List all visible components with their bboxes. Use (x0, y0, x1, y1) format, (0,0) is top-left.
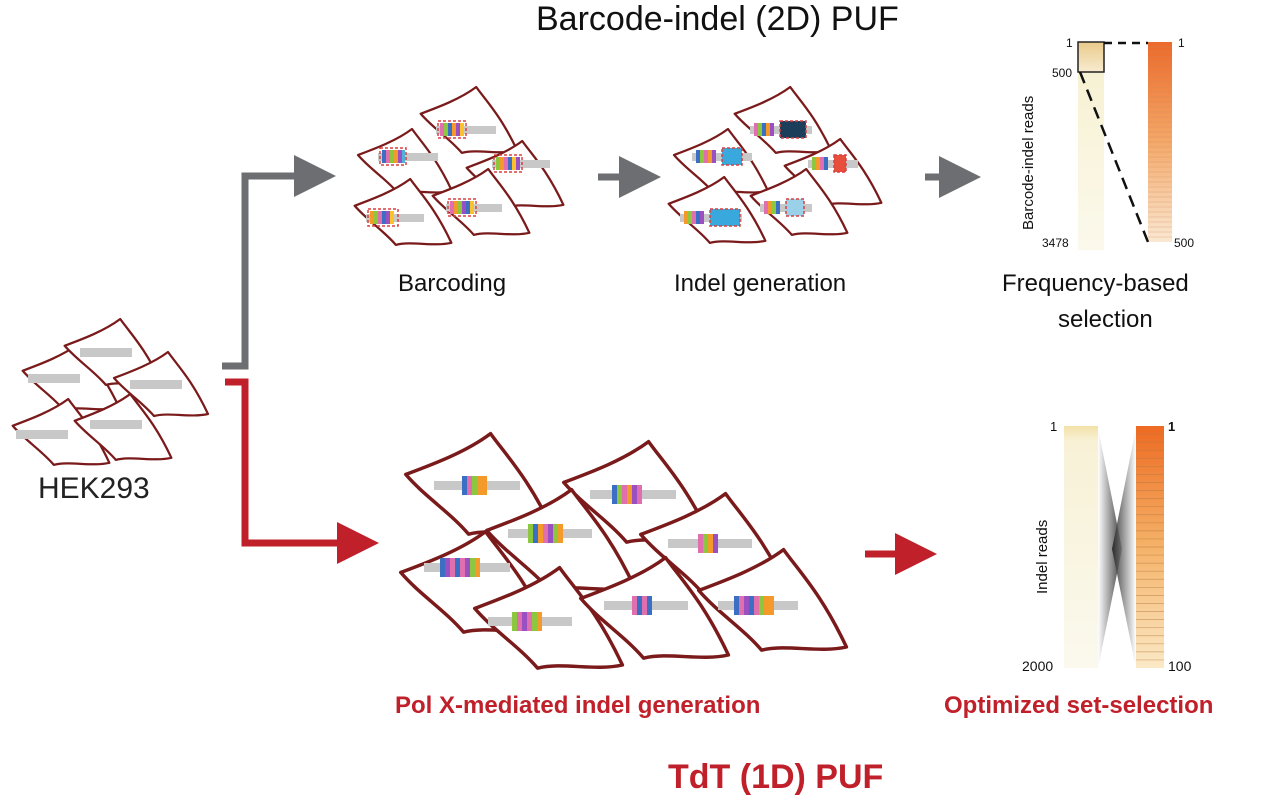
bottom-chart-right-bottom: 100 (1168, 658, 1192, 674)
polx-indels (424, 476, 798, 631)
bottom-chart-axis-label: Indel reads (1034, 519, 1051, 594)
hek293-label: HEK293 (38, 472, 150, 505)
indels-top (680, 120, 858, 227)
top-title: Barcode-indel (2D) PUF (536, 0, 899, 38)
bottom-chart-left-bottom: 2000 (1022, 658, 1054, 674)
top-selection-chart (1077, 41, 1172, 250)
top-chart-axis-label: Barcode-indel reads (1020, 95, 1037, 230)
bottom-chart-left-top: 1 (1050, 419, 1058, 434)
frequency-label-line2: selection (1058, 306, 1153, 333)
top-chart-right-bottom: 500 (1174, 236, 1195, 250)
top-chart-right-top: 1 (1178, 36, 1185, 50)
bottom-title: TdT (1D) PUF (668, 758, 884, 796)
hek293-cells (11, 317, 210, 467)
indel-generation-label: Indel generation (674, 270, 847, 297)
top-chart-left-mid: 500 (1052, 66, 1073, 80)
top-chart-left-top: 1 (1066, 36, 1073, 50)
polx-label: Pol X-mediated indel generation (395, 692, 761, 719)
frequency-label-line1: Frequency-based (1002, 270, 1189, 297)
barcodes-top-left (366, 120, 550, 227)
barcoding-label: Barcoding (398, 270, 507, 297)
bottom-chart-right-top: 1 (1168, 419, 1176, 434)
top-chart-left-bottom: 3478 (1042, 236, 1069, 250)
branch-arrows (222, 155, 981, 575)
optimized-label: Optimized set-selection (944, 692, 1214, 719)
bottom-selection-chart (1064, 426, 1164, 668)
polx-cells (398, 431, 849, 670)
